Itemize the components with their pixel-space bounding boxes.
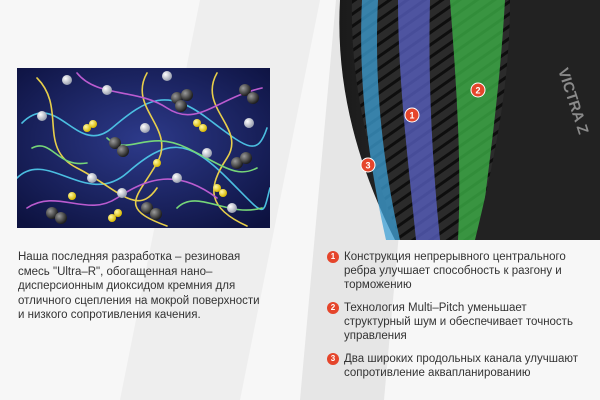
feature-item-1: 1 Конструкция непрерывного центрального …: [327, 250, 595, 292]
feature-text: Два широких продольных канала улучшают с…: [344, 353, 579, 379]
svg-text:3: 3: [365, 161, 370, 171]
feature-list: 1 Конструкция непрерывного центрального …: [327, 250, 595, 389]
compound-description: Наша последняя разработка – резиновая см…: [18, 251, 260, 321]
number-badge: 3: [327, 353, 339, 365]
tyre-zone-2: [450, 0, 505, 240]
svg-text:1: 1: [409, 111, 414, 121]
number-badge: 2: [327, 302, 339, 314]
tyre-marker-3: 3: [360, 157, 376, 173]
tyre-zone-1: [398, 0, 440, 240]
tyre-zone-3: [361, 0, 400, 240]
feature-text: Конструкция непрерывного центрального ре…: [344, 251, 566, 291]
tyre-illustration: VICTRA Z 1 2 3: [300, 0, 600, 240]
number-badge: 1: [327, 251, 339, 263]
feature-text: Технология Multi–Pitch уменьшает структу…: [344, 302, 573, 342]
feature-item-2: 2 Технология Multi–Pitch уменьшает струк…: [327, 301, 595, 343]
svg-text:2: 2: [475, 86, 480, 96]
tyre-marker-1: 1: [404, 107, 420, 123]
tyre-marker-2: 2: [470, 82, 486, 98]
feature-item-3: 3 Два широких продольных канала улучшают…: [327, 352, 595, 380]
compound-illustration: [17, 68, 270, 228]
